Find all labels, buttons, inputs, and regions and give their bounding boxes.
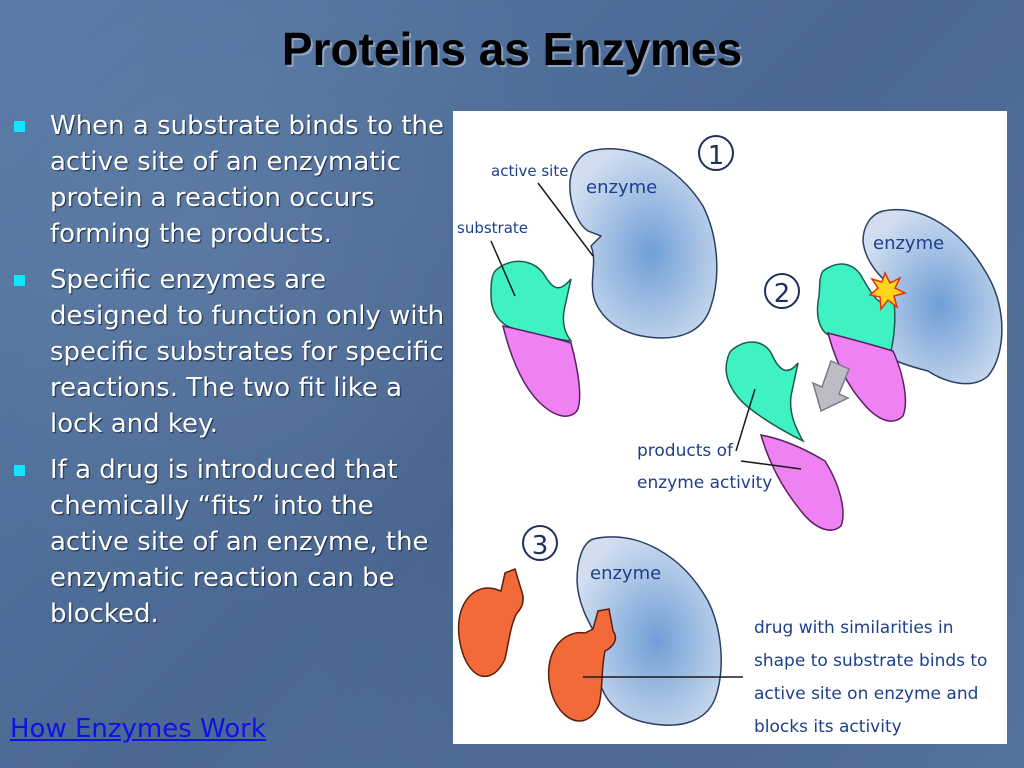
- how-enzymes-work-link[interactable]: How Enzymes Work: [10, 714, 266, 744]
- enzyme-diagram: 1 enzyme active site substrate 2 enzyme …: [453, 111, 1007, 744]
- bullet-item: If a drug is introduced that chemically …: [10, 452, 445, 632]
- enzyme-2-label: enzyme: [873, 233, 944, 254]
- bullet-text: Specific enzymes are designed to functio…: [50, 265, 445, 439]
- bullet-item: When a substrate binds to the active sit…: [10, 108, 445, 252]
- step-3-number: 3: [532, 531, 549, 561]
- step-1-circle: [698, 135, 734, 171]
- enzyme-1-label: enzyme: [586, 177, 657, 198]
- substrate-1-head: [490, 260, 573, 342]
- products-label-line1: products of: [637, 441, 734, 461]
- enzyme-3-shape: [576, 536, 722, 726]
- reaction-arrow-icon: [811, 359, 850, 413]
- active-site-pointer: [537, 182, 594, 257]
- product-tail-shape: [759, 434, 844, 531]
- product-head-shape: [725, 341, 805, 443]
- drug-bound-shape: [547, 608, 617, 722]
- step-2-number: 2: [774, 279, 791, 309]
- drug-label-line4: blocks its activity: [754, 717, 902, 737]
- reaction-spark-icon: [868, 271, 908, 311]
- step-2-circle: [764, 273, 800, 309]
- products-label-line2: enzyme activity: [637, 473, 772, 493]
- substrate-pointer: [490, 240, 516, 297]
- bullet-list: When a substrate binds to the active sit…: [10, 108, 445, 642]
- step-1-number: 1: [708, 141, 725, 171]
- enzyme-2-shape: [862, 208, 1003, 385]
- enzyme-1-shape: [569, 148, 718, 339]
- substrate-1-tail: [501, 325, 581, 417]
- square-bullet-icon: [14, 121, 25, 132]
- products-pointer-2: [740, 460, 802, 470]
- enzyme-3-label: enzyme: [590, 563, 661, 584]
- slide-title: Proteins as Enzymes: [281, 23, 743, 75]
- drug-free-shape: [457, 567, 524, 678]
- square-bullet-icon: [14, 275, 25, 286]
- substrate-2-tail: [826, 331, 907, 422]
- square-bullet-icon: [14, 465, 25, 476]
- bullet-text: When a substrate binds to the active sit…: [50, 111, 445, 249]
- step-3-circle: [522, 525, 558, 561]
- enzyme-diagram-svg: 1 enzyme active site substrate 2 enzyme …: [457, 135, 1003, 737]
- substrate-label: substrate: [457, 219, 528, 237]
- drug-label-line1: drug with similarities in: [754, 618, 954, 638]
- step-3-group: 3 enzyme drug with similarities in shape…: [457, 525, 987, 737]
- drug-label-line2: shape to substrate binds to: [754, 651, 987, 671]
- active-site-label: active site: [491, 162, 568, 180]
- drug-label-line3: active site on enzyme and: [754, 684, 978, 704]
- products-pointer-1: [735, 388, 756, 452]
- step-2-group: 2 enzyme products of enzyme activity: [637, 208, 1003, 531]
- step-1-group: 1 enzyme active site substrate: [457, 135, 734, 417]
- bullet-item: Specific enzymes are designed to functio…: [10, 262, 445, 442]
- bullet-text: If a drug is introduced that chemically …: [50, 455, 429, 629]
